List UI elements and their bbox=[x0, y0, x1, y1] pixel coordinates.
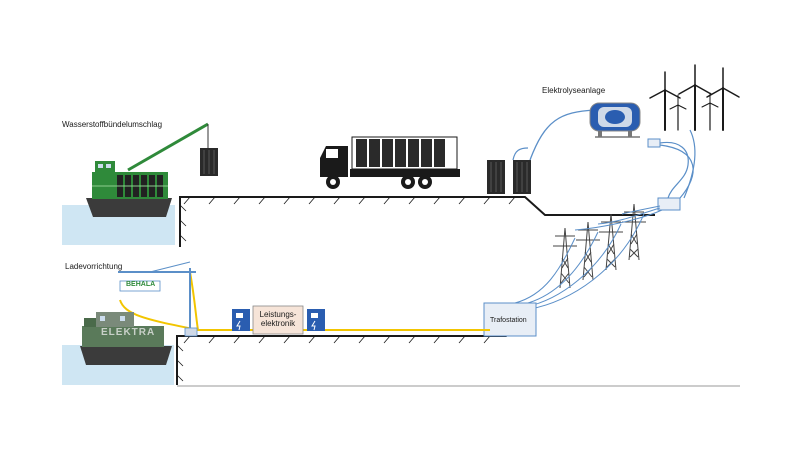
power-electronics-line1: Leistungs- bbox=[259, 310, 297, 319]
truck-icon bbox=[320, 136, 460, 189]
hydrogen-storage-icon bbox=[487, 160, 531, 194]
electrolyser-icon bbox=[589, 102, 661, 148]
power-electronics-label: Leistungs- elektronik bbox=[253, 310, 303, 328]
charging-station-left bbox=[232, 309, 250, 331]
charging-crane-icon bbox=[118, 261, 198, 337]
crane-sign-label: BEHALA bbox=[126, 281, 156, 288]
upper-ground bbox=[179, 196, 655, 247]
charging-station-right bbox=[307, 309, 325, 331]
charging-cable bbox=[119, 271, 490, 331]
substation-label: Trafostation bbox=[490, 317, 527, 324]
power-electronics-box bbox=[252, 305, 304, 335]
electric-ship-icon bbox=[80, 312, 172, 365]
power-pylon-icon bbox=[553, 203, 646, 289]
crane-icon bbox=[127, 122, 209, 172]
charging-device-label: Ladevorrichtung bbox=[65, 262, 123, 271]
hydrogen-handling-label: Wasserstoffbündelumschlag bbox=[62, 120, 163, 129]
power-cables-upper bbox=[659, 129, 696, 199]
substation-box bbox=[483, 302, 537, 337]
junction-box bbox=[657, 197, 681, 211]
ship-name-label: ELEKTRA bbox=[101, 327, 156, 338]
hydrogen-bundle-icon bbox=[200, 148, 218, 176]
wind-turbine-icon bbox=[649, 64, 740, 131]
power-electronics-line2: elektronik bbox=[260, 319, 296, 328]
electrolysis-label: Elektrolyseanlage bbox=[542, 86, 606, 95]
ship-icon bbox=[86, 161, 172, 217]
transmission-lines bbox=[514, 205, 663, 310]
hydrogen-pipe bbox=[529, 109, 596, 161]
